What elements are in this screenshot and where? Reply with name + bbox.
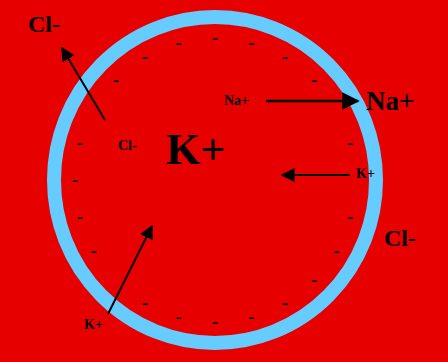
charge-sign: - xyxy=(142,48,148,66)
charge-sign: - xyxy=(248,308,254,326)
charge-sign: - xyxy=(77,208,83,226)
charge-sign: - xyxy=(176,308,182,326)
potassium-arrow xyxy=(108,226,152,314)
ion-label: Cl- xyxy=(118,139,137,153)
charge-sign: - xyxy=(311,71,317,89)
charge-sign: - xyxy=(347,134,353,152)
charge-sign: - xyxy=(282,294,288,312)
ion-label: Na+ xyxy=(366,88,414,115)
potassium-arrow xyxy=(282,174,350,176)
ion-label: K+ xyxy=(166,128,225,172)
ion-label: Na+ xyxy=(224,94,249,108)
chloride-arrow xyxy=(62,48,105,120)
charge-sign: - xyxy=(91,242,97,260)
charge-sign: - xyxy=(282,48,288,66)
ion-label: K+ xyxy=(84,318,103,332)
charge-sign: - xyxy=(248,34,254,52)
ion-label: K+ xyxy=(356,167,375,181)
cell-membrane xyxy=(54,17,376,343)
sodium-arrow xyxy=(266,100,358,103)
charge-sign: - xyxy=(176,34,182,52)
charge-sign: - xyxy=(72,171,78,189)
charge-sign: - xyxy=(142,294,148,312)
charge-sign: - xyxy=(333,242,339,260)
charge-sign: - xyxy=(212,313,218,331)
charge-sign: - xyxy=(212,29,218,47)
charge-sign: - xyxy=(113,71,119,89)
ion-label: Cl- xyxy=(384,226,416,250)
ion-label: Cl- xyxy=(28,12,60,36)
charge-sign: - xyxy=(77,134,83,152)
charge-sign: - xyxy=(311,271,317,289)
charge-sign: - xyxy=(347,208,353,226)
